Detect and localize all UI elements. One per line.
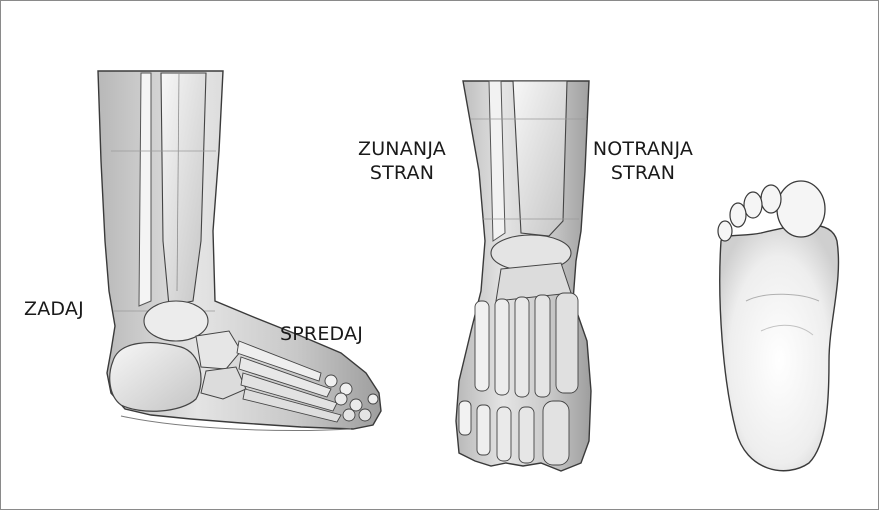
label-outer-side-line1: ZUNANJA xyxy=(347,137,457,161)
label-inner-side-line2: STRAN xyxy=(581,161,705,185)
label-inner-side-line1: NOTRANJA xyxy=(581,137,705,161)
label-back: ZADAJ xyxy=(24,297,84,321)
label-outer-side-line2: STRAN xyxy=(347,161,457,185)
label-inner-side: NOTRANJA STRAN xyxy=(581,137,705,185)
label-outer-side: ZUNANJA STRAN xyxy=(347,137,457,185)
label-front: SPREDAJ xyxy=(280,322,363,346)
